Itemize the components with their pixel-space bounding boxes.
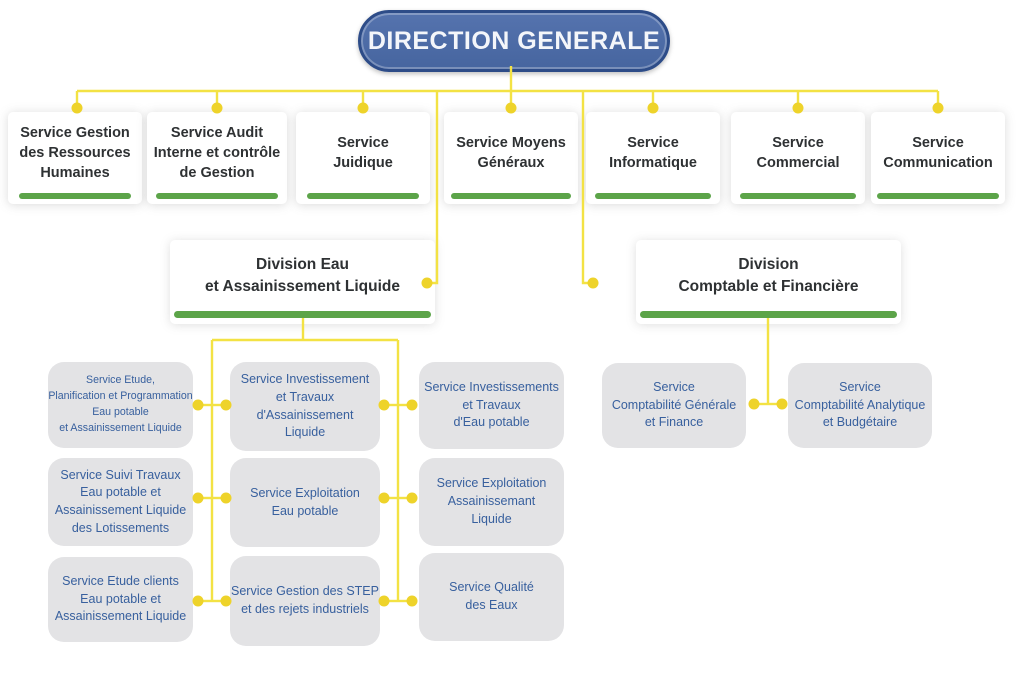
node-label: Service Juidique — [333, 135, 393, 171]
green-underline — [156, 193, 278, 199]
green-underline — [595, 193, 711, 199]
node-label: Service Informatique — [609, 135, 697, 171]
connector-top-level — [71, 66, 944, 114]
node-service-exploitation-eau-potable: Service Exploitation Eau potable — [230, 458, 380, 547]
node-label: Service Gestion des STEP et des rejets i… — [231, 584, 379, 616]
node-label: Service Moyens Généraux — [456, 135, 566, 171]
node-service-gestion-ressources-humaines: Service Gestion des Ressources Humaines — [8, 112, 142, 204]
node-service-juridique: Service Juidique — [296, 112, 430, 204]
node-service-audit-interne: Service Audit Interne et contrôle de Ges… — [147, 112, 287, 204]
green-underline — [740, 193, 856, 199]
green-underline — [19, 193, 131, 199]
node-label: Service Gestion des Ressources Humaines — [19, 125, 131, 181]
node-service-suivi-travaux: Service Suivi Travaux Eau potable et Ass… — [48, 458, 193, 546]
node-service-investissements-travaux-eau-potable: Service Investissements et Travaux d'Eau… — [419, 362, 564, 449]
node-label: Service Etude clients Eau potable et Ass… — [54, 573, 187, 624]
node-service-qualite-eaux: Service Qualité des Eaux — [419, 553, 564, 641]
node-label: Service Comptabilité Analytique et Budgé… — [794, 379, 926, 430]
node-service-gestion-step: Service Gestion des STEP et des rejets i… — [230, 556, 380, 646]
node-label: Service Commercial — [756, 135, 840, 171]
node-service-moyens-generaux: Service Moyens Généraux — [444, 112, 578, 204]
node-service-comptabilite-analytique: Service Comptabilité Analytique et Budgé… — [788, 363, 932, 448]
root-node-label: DIRECTION GENERALE — [367, 26, 661, 55]
node-service-informatique: Service Informatique — [586, 112, 720, 204]
node-service-exploitation-assainissement: Service Exploitation Assainissemant Liqu… — [419, 458, 564, 546]
node-division-eau-assainissement: Division Eau et Assainissement Liquide — [170, 240, 435, 324]
node-label: Service Investissements et Travaux d'Eau… — [424, 379, 559, 430]
green-underline — [877, 193, 999, 199]
node-service-etude-clients: Service Etude clients Eau potable et Ass… — [48, 557, 193, 642]
green-underline — [174, 311, 431, 318]
green-underline — [307, 193, 419, 199]
node-label: Service Qualité des Eaux — [449, 580, 534, 612]
green-underline — [640, 311, 897, 318]
node-service-investissement-travaux-assainissement: Service Investissement et Travaux d'Assa… — [230, 362, 380, 451]
node-label: Service Exploitation Eau potable — [250, 485, 360, 518]
node-label: Service Exploitation Assainissemant Liqu… — [436, 476, 547, 526]
node-label: Division Eau et Assainissement Liquide — [205, 256, 400, 295]
node-label: Service Etude, Planification et Programm… — [48, 374, 193, 434]
node-service-communication: Service Communication — [871, 112, 1005, 204]
root-node-direction-generale: DIRECTION GENERALE — [358, 10, 670, 72]
node-service-etude-planification-programmation: Service Etude, Planification et Programm… — [48, 362, 193, 448]
connector-division-comptable-tree — [748, 318, 788, 410]
node-label: Division Comptable et Financière — [678, 256, 859, 295]
node-service-comptabilite-generale: Service Comptabilité Générale et Finance — [602, 363, 746, 448]
green-underline — [451, 193, 571, 199]
node-label: Service Comptabilité Générale et Finance — [611, 379, 737, 430]
node-division-comptable-financiere: Division Comptable et Financière — [636, 240, 901, 324]
node-label: Service Suivi Travaux Eau potable et Ass… — [54, 467, 187, 535]
node-label: Service Audit Interne et contrôle de Ges… — [153, 125, 281, 181]
node-service-commercial: Service Commercial — [731, 112, 865, 204]
node-label: Service Communication — [883, 135, 993, 171]
node-label: Service Investissement et Travaux d'Assa… — [240, 372, 370, 440]
